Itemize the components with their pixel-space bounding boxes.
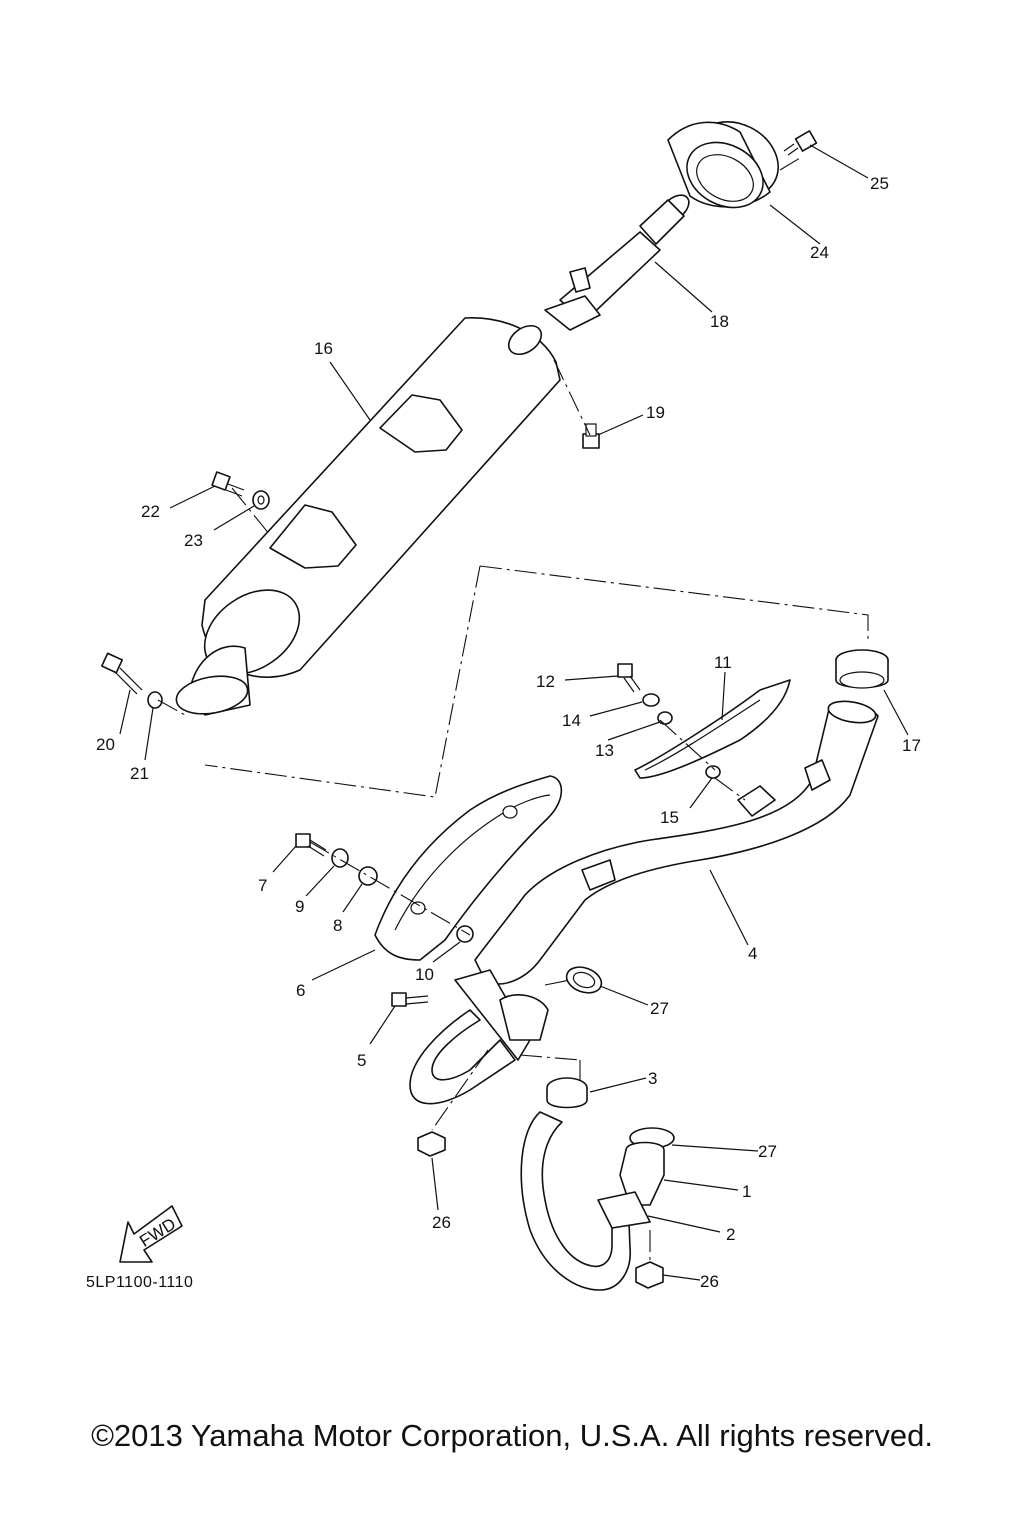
part-washer-8 [358, 866, 378, 886]
callout-27-lower: 27 [758, 1142, 777, 1161]
callout-4: 4 [748, 944, 757, 963]
callout-19: 19 [646, 403, 665, 422]
callout-22: 22 [141, 502, 160, 521]
part-bolt-5 [391, 992, 429, 1007]
exhaust-exploded-diagram: FWD 1 2 3 4 5 [96, 121, 921, 1291]
part-washer-13 [657, 711, 673, 725]
part-washer-9 [331, 848, 349, 868]
assembly-lines [157, 157, 869, 1262]
part-spark-arrestor [544, 194, 690, 331]
part-gasket-17 [835, 649, 889, 689]
callout-26-lower: 26 [700, 1272, 719, 1291]
callout-9: 9 [295, 897, 304, 916]
callout-26-upper: 26 [432, 1213, 451, 1232]
part-gasket-27-upper [565, 966, 603, 994]
part-lower-pipe [520, 1111, 675, 1291]
part-joint-bolt [100, 652, 143, 695]
part-washer-10 [456, 925, 474, 943]
callout-2: 2 [726, 1225, 735, 1244]
part-gasket-3 [546, 1077, 588, 1109]
part-nut-26-lower [635, 1261, 664, 1289]
callout-18: 18 [710, 312, 729, 331]
part-muffler [175, 317, 561, 716]
part-washer-21 [147, 691, 163, 709]
part-pipe-loop-upper [409, 1009, 516, 1105]
callout-11: 11 [714, 653, 732, 672]
part-washer-15 [705, 765, 721, 779]
callout-16: 16 [314, 339, 333, 358]
callout-13: 13 [595, 741, 614, 760]
callout-27-upper: 27 [650, 999, 669, 1018]
part-exhaust-pipe [474, 700, 879, 985]
part-nut-26-upper [417, 1131, 446, 1157]
callout-14: 14 [562, 711, 581, 730]
callout-8: 8 [333, 916, 342, 935]
callout-1: 1 [742, 1182, 751, 1201]
part-end-cap [667, 121, 779, 209]
callout-leaders [119, 144, 909, 1281]
callout-17: 17 [902, 736, 921, 755]
callout-15: 15 [660, 808, 679, 827]
part-cap-bolt [783, 130, 818, 156]
part-washer-14 [642, 693, 660, 707]
callout-20: 20 [96, 735, 115, 754]
diagram-part-code: 5LP1100-1110 [86, 1274, 194, 1291]
part-heat-protector-6 [374, 775, 563, 961]
part-bolt-7 [295, 833, 327, 857]
copyright-notice: ©2013 Yamaha Motor Corporation, U.S.A. A… [91, 1418, 933, 1453]
callout-25: 25 [870, 174, 889, 193]
callout-labels: 1 2 3 4 5 6 7 8 9 10 11 12 13 14 15 16 1… [96, 174, 921, 1291]
part-muffler-bolt [582, 423, 600, 449]
callout-7: 7 [258, 876, 267, 895]
callout-21: 21 [130, 764, 149, 783]
part-washer-23 [252, 490, 270, 510]
callout-6: 6 [296, 981, 305, 1000]
part-heat-protector-11 [634, 679, 791, 779]
callout-3: 3 [648, 1069, 657, 1088]
part-muffler-mount-bolt [211, 471, 245, 497]
part-bolt-12 [617, 663, 641, 693]
callout-23: 23 [184, 531, 203, 550]
callout-10: 10 [415, 965, 434, 984]
callout-5: 5 [357, 1051, 366, 1070]
fwd-arrow-icon: FWD [119, 1205, 183, 1263]
part-flange [454, 969, 549, 1061]
callout-12: 12 [536, 672, 555, 691]
callout-24: 24 [810, 243, 829, 262]
